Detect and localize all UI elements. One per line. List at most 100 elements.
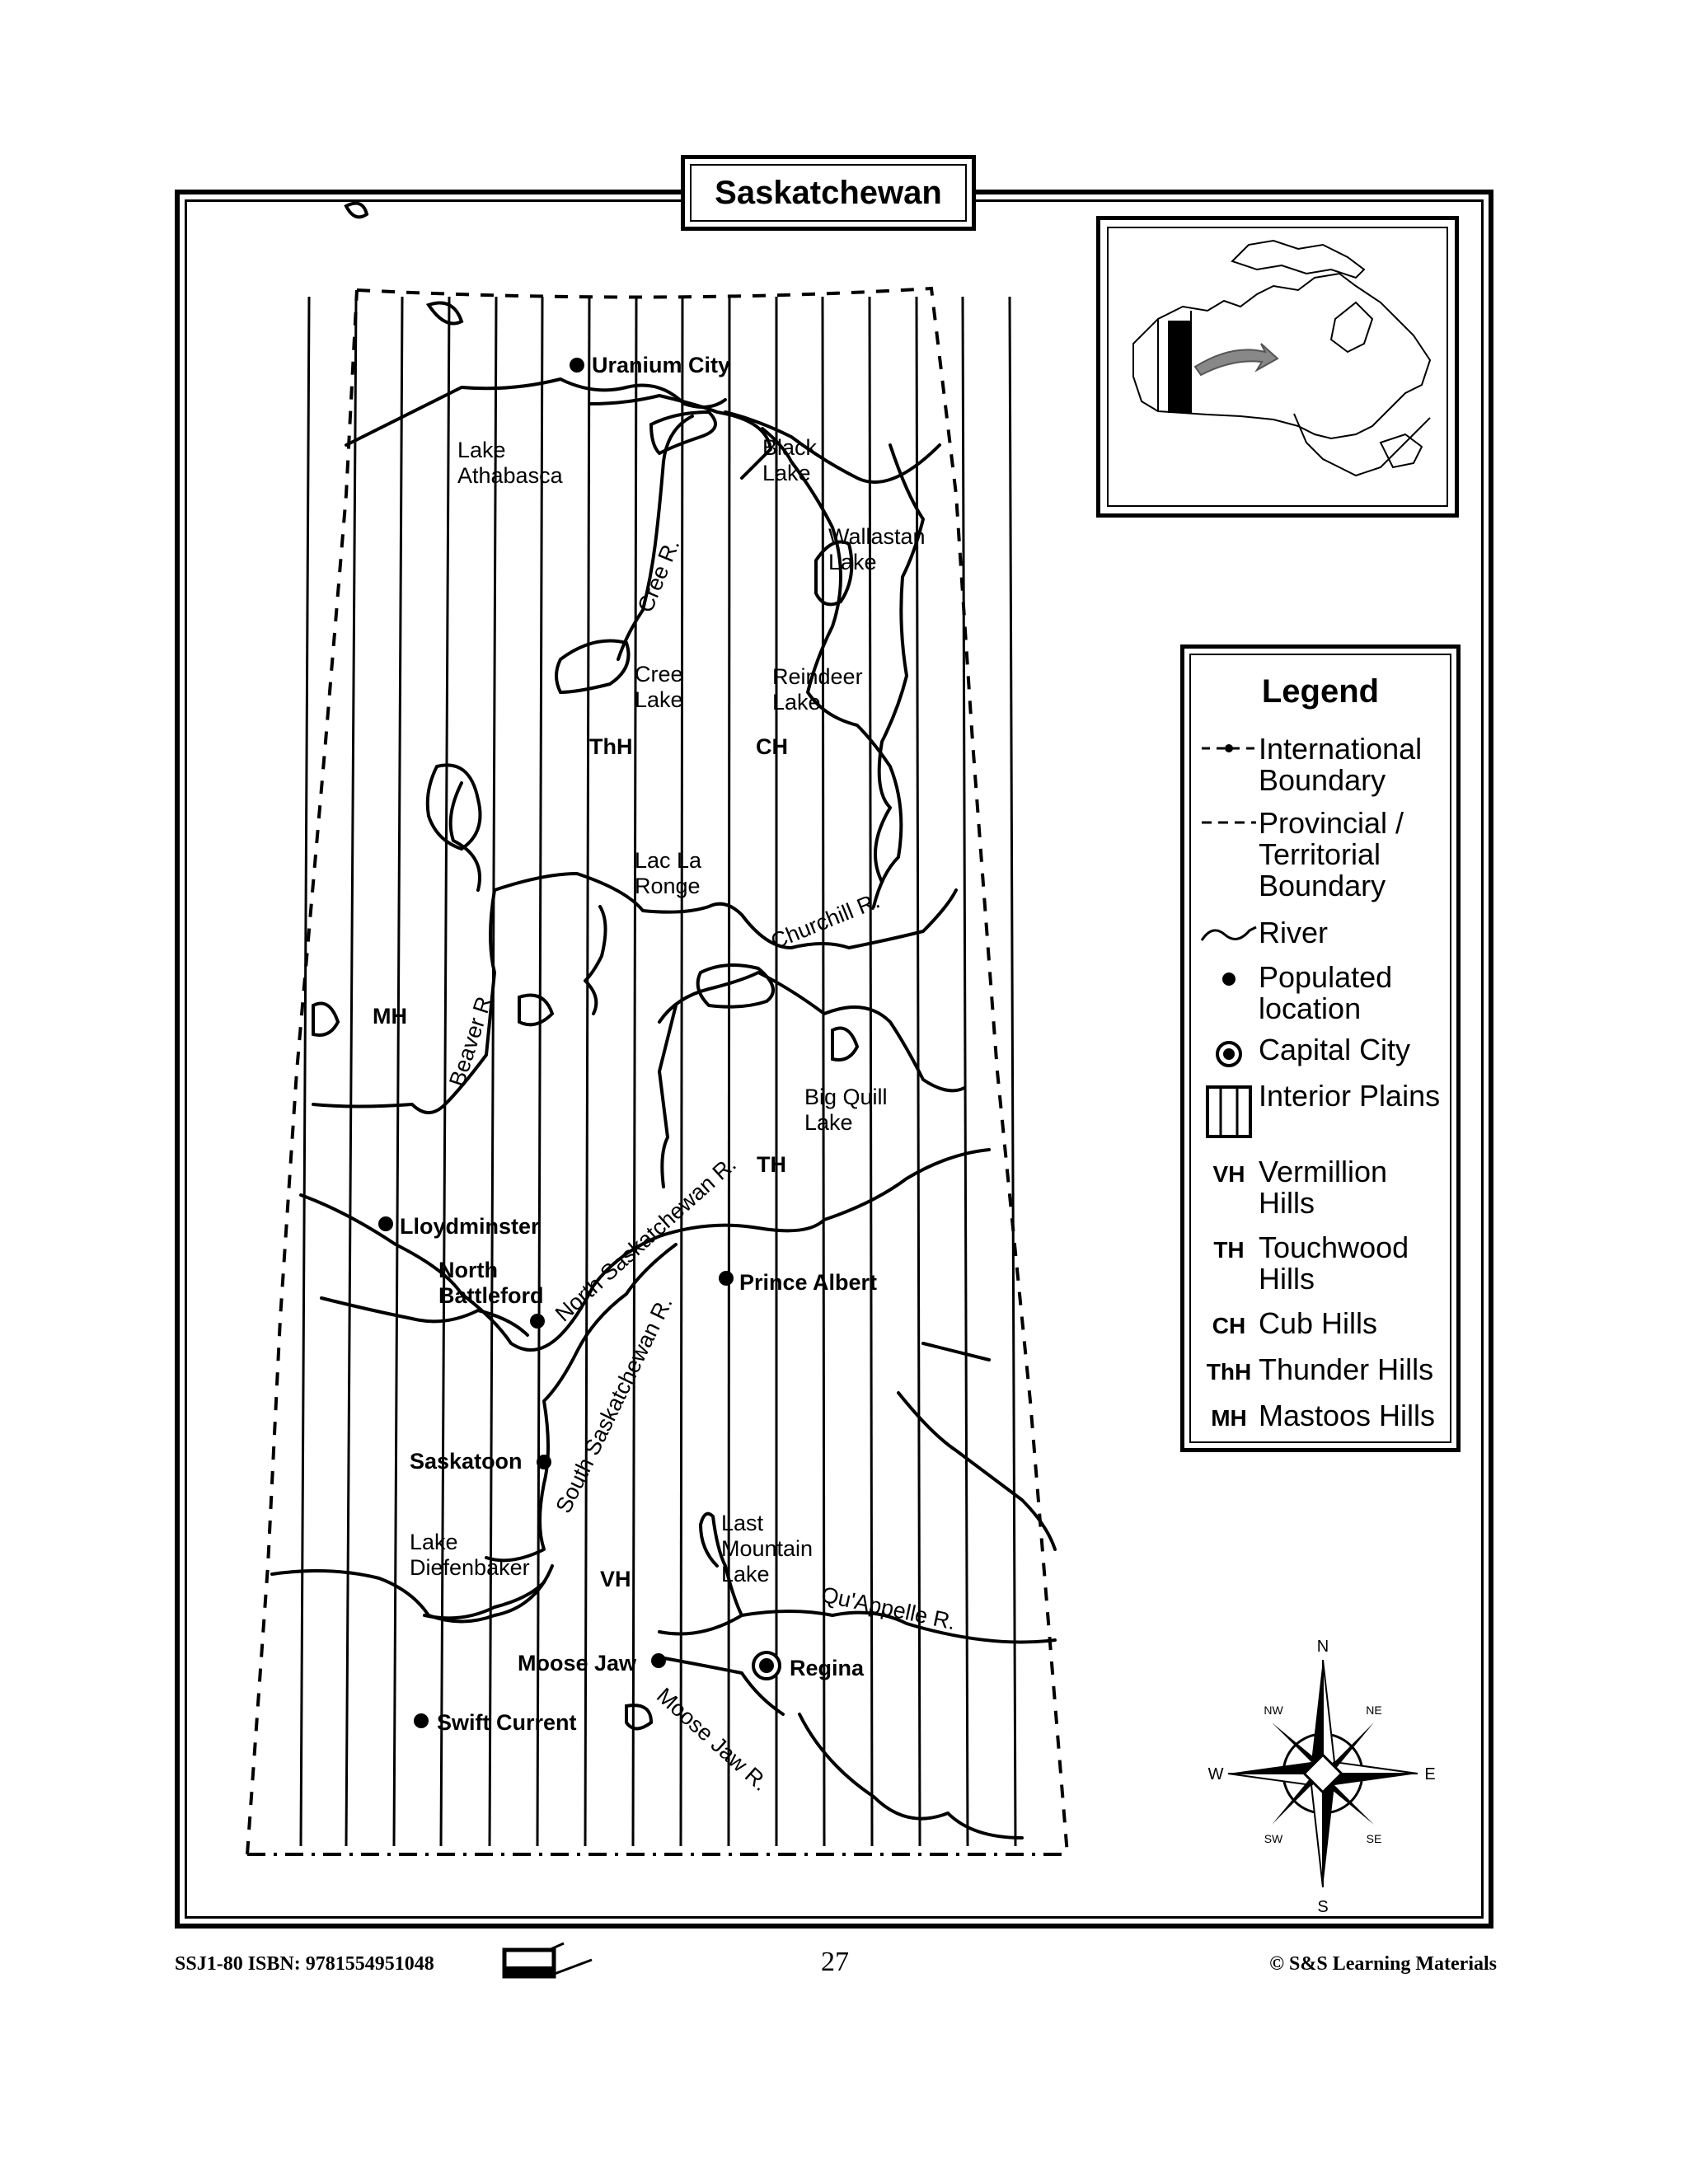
inset-inner-frame	[1107, 227, 1448, 507]
label-thh: ThH	[589, 734, 632, 759]
saskatchewan-highlight	[1168, 321, 1191, 413]
lake-north	[425, 301, 464, 326]
canada-inset-map	[1096, 216, 1459, 518]
compass-label-ne: NE	[1366, 1704, 1381, 1717]
provincial-boundary	[246, 286, 1069, 1855]
legend-title: Legend	[1261, 673, 1380, 710]
label-lac-la-ronge-1: Lac La	[635, 848, 702, 873]
label-lake-diefenbaker-1: Lake	[410, 1530, 458, 1554]
label-big-quill-lake-2: Lake	[804, 1110, 853, 1135]
legend-abbr-vh: VH	[1212, 1161, 1245, 1187]
international-boundary-symbol	[1199, 733, 1259, 758]
interior-plains-symbol	[1199, 1080, 1259, 1140]
compass-label-nw: NW	[1264, 1704, 1283, 1717]
label-cree-river: Cree R.	[633, 536, 685, 616]
saskatoon-dot	[537, 1455, 551, 1469]
legend-item-mh: MH Mastoos Hills	[1199, 1400, 1445, 1432]
legend-item-capital: Capital City	[1199, 1034, 1445, 1069]
black-lake-shape	[649, 410, 717, 456]
interior-plains-lines	[299, 296, 1017, 1847]
moose-jaw-dot	[651, 1653, 666, 1668]
label-last-mountain-lake-1: Last	[721, 1511, 764, 1535]
populated-location-symbol	[1199, 962, 1259, 991]
rivers	[270, 377, 1057, 1840]
legend-item-ch: CH Cub Hills	[1199, 1308, 1445, 1339]
label-swift-current: Swift Current	[437, 1710, 577, 1735]
label-wallastan-lake-1: Wallastan	[828, 524, 926, 549]
legend-label-mh: Mastoos Hills	[1259, 1399, 1436, 1432]
label-cree-lake-2: Lake	[635, 687, 683, 712]
label-lake-athabasca-2: Athabasca	[457, 463, 564, 488]
compass-center	[1302, 1753, 1343, 1794]
lake-la-ronge-area	[696, 963, 775, 1009]
cree-lake-shape	[555, 639, 631, 695]
legend-label-provincial: Provincial / Territorial Boundary	[1259, 806, 1404, 902]
book-icon	[502, 1942, 593, 1979]
lakes	[312, 201, 860, 1731]
legend-box: Legend International Boundary Provincial…	[1180, 644, 1461, 1452]
compass-rose: N S W E NW NE SW SE	[1208, 1638, 1436, 1916]
label-black-lake-1: Black	[762, 435, 818, 460]
legend-label-vh: Vermillion Hills	[1259, 1155, 1388, 1220]
compass-se-point	[1323, 1774, 1374, 1825]
compass-nw-point	[1272, 1722, 1323, 1774]
lloydminster-dot	[378, 1216, 393, 1231]
compass-ne-point	[1323, 1722, 1374, 1774]
label-north-sask-river-a: North Saskatchewan R.	[551, 1151, 741, 1326]
compass-label-w: W	[1208, 1765, 1224, 1783]
label-north-battleford-2: Battleford	[438, 1283, 544, 1308]
label-lac-la-ronge-2: Ronge	[635, 874, 701, 898]
legend-item-populated: Populated location	[1199, 962, 1445, 1024]
lake-small-2	[518, 993, 555, 1027]
compass-label-s: S	[1317, 1898, 1328, 1916]
label-mh: MH	[373, 1004, 407, 1029]
regina-capital-symbol	[752, 1651, 781, 1680]
lake-tiny	[344, 201, 369, 219]
legend-label-ch: Cub Hills	[1259, 1306, 1378, 1340]
label-wallastan-lake-2: Lake	[828, 550, 877, 574]
label-reindeer-lake-1: Reindeer	[772, 664, 863, 689]
swift-current-dot	[414, 1713, 429, 1728]
capital-city-symbol	[1199, 1034, 1259, 1069]
legend-label-river: River	[1259, 916, 1329, 949]
lake-small-south	[625, 1704, 654, 1731]
compass-label-n: N	[1317, 1638, 1329, 1656]
legend-item-thh: ThH Thunder Hills	[1199, 1354, 1445, 1385]
compass-e-point-dark	[1323, 1774, 1418, 1785]
label-north-battleford-1: North	[438, 1258, 498, 1282]
compass-n-point-dark	[1311, 1660, 1323, 1774]
locator-arrow	[1193, 343, 1279, 377]
footer-isbn: SSJ1-80 ISBN: 9781554951048	[175, 1953, 434, 1975]
label-prince-albert: Prince Albert	[739, 1270, 877, 1295]
label-uranium-city: Uranium City	[592, 353, 730, 377]
compass-sw-point	[1272, 1774, 1323, 1825]
label-last-mountain-lake-2: Mountain	[721, 1536, 813, 1561]
legend-label-capital: Capital City	[1259, 1033, 1411, 1066]
compass-w-point-dark	[1228, 1762, 1323, 1774]
legend-item-th: TH Touchwood Hills	[1199, 1232, 1445, 1295]
page-number: 27	[821, 1947, 849, 1977]
legend-item-provincial: Provincial / Territorial Boundary	[1199, 808, 1445, 902]
lake-small-west	[312, 1001, 340, 1037]
legend-label-th: Touchwood Hills	[1259, 1230, 1409, 1296]
prince-albert-dot	[719, 1271, 734, 1286]
legend-abbr-ch: CH	[1212, 1313, 1246, 1338]
legend-item-vh: VH Vermillion Hills	[1199, 1156, 1445, 1219]
legend-item-river: River	[1199, 917, 1445, 949]
river-symbol	[1199, 917, 1259, 947]
label-quappelle-river: Qu'Appelle R.	[819, 1582, 958, 1635]
populated-places	[378, 358, 734, 1728]
label-beaver-river: Beaver R.	[444, 987, 499, 1089]
provincial-boundary-symbol	[1199, 808, 1259, 832]
compass-label-se: SE	[1367, 1832, 1382, 1845]
uranium-city-dot	[570, 358, 584, 373]
label-big-quill-lake-1: Big Quill	[804, 1085, 888, 1109]
legend-abbr-th: TH	[1213, 1237, 1245, 1263]
legend-label-international: International Boundary	[1259, 732, 1423, 797]
label-lake-diefenbaker-2: Diefenbaker	[410, 1555, 530, 1580]
label-lake-athabasca-1: Lake	[457, 438, 506, 462]
map-title: Saskatchewan	[690, 164, 967, 222]
label-black-lake-2: Lake	[762, 461, 811, 485]
label-vh: VH	[600, 1567, 631, 1591]
